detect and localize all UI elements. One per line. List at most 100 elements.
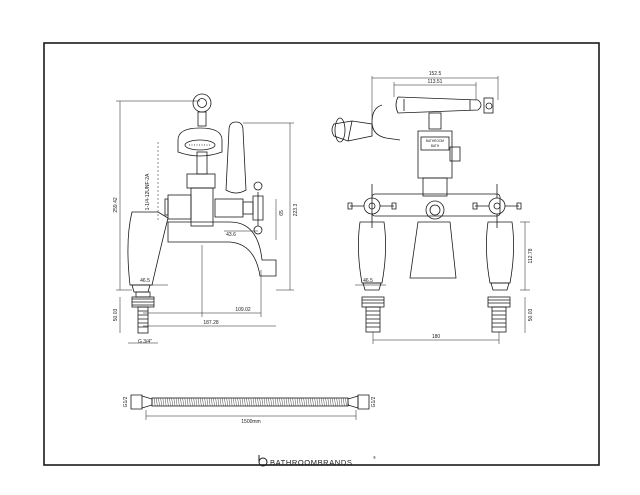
hose-coil (208, 397, 211, 407)
dim-side-height-overall: 259.42 (113, 197, 119, 213)
hose-coil (219, 397, 222, 407)
hose-coil (329, 397, 332, 407)
hose-coil (345, 397, 347, 407)
hose-coil (169, 397, 171, 407)
hose-coil (246, 397, 248, 407)
hose-coil (200, 397, 202, 407)
hose-coil (193, 397, 195, 407)
side-view (127, 93, 277, 334)
hose-coil (173, 397, 176, 407)
dim-hose-left-thread: G1/2 (123, 396, 129, 407)
hose-coil (204, 397, 206, 407)
dim-side-valve-offset: 43.6 (226, 232, 236, 238)
dim-front-outer-width: 152.5 (429, 71, 442, 77)
dim-side-spout-depth: 65 (279, 210, 285, 216)
hose-coil (281, 397, 283, 407)
hose-coil (195, 397, 198, 407)
dim-side-pillar-width: 46.5 (140, 278, 150, 284)
hose-coil (290, 397, 292, 407)
dim-front-pillar-width: 46.5 (363, 278, 373, 284)
hose-coil (182, 397, 184, 407)
hose-coil (288, 397, 290, 407)
dim-side-total-reach: 187.28 (203, 320, 219, 326)
hose-coil (285, 397, 288, 407)
brand-logo (258, 455, 268, 467)
hose-coil (164, 397, 167, 407)
hose-coil (318, 397, 321, 407)
hose-coil (338, 397, 341, 407)
hose-coil (303, 397, 305, 407)
hose-coil (248, 397, 250, 407)
hose-coil (310, 397, 312, 407)
hose-coil (325, 397, 327, 407)
hose-coil (301, 397, 303, 407)
hose-coil (224, 397, 226, 407)
hose-coil (171, 397, 173, 407)
hose-coil (299, 397, 301, 407)
hose-coil (277, 397, 279, 407)
hose-coil (261, 397, 264, 407)
hose-coil (211, 397, 213, 407)
hose-coil (180, 397, 182, 407)
hose-coil (252, 397, 255, 407)
dim-front-inner-width: 113.51 (428, 79, 443, 85)
hose-coil (294, 397, 297, 407)
hose-coil (268, 397, 270, 407)
hose-coil (266, 397, 268, 407)
front-view-dimensions (355, 76, 530, 344)
hose-coil (327, 397, 330, 407)
hose-coil (241, 397, 244, 407)
hose-coil (202, 397, 204, 407)
hose-coil (206, 397, 209, 407)
hose-coil (233, 397, 235, 407)
side-view-dimensions (116, 100, 294, 344)
hose-coil (274, 397, 277, 407)
hose-coil (323, 397, 325, 407)
hose-coil (162, 397, 165, 407)
dim-front-plate-text-2: BATH (431, 144, 440, 148)
hose-coil (270, 397, 272, 407)
hose-coil (213, 397, 215, 407)
dim-side-tail-height: 50.03 (113, 309, 119, 322)
hose-coil (156, 397, 158, 407)
hose-coil (244, 397, 246, 407)
hose-coil (239, 397, 242, 407)
hose-coil (340, 397, 343, 407)
dim-front-plate-text-1: BATHROOM (426, 139, 445, 143)
hose-coil (189, 397, 191, 407)
hose-coil (321, 397, 323, 407)
hose-coil (305, 397, 308, 407)
hose-coil (316, 397, 319, 407)
front-view (331, 96, 522, 333)
hose-coil (158, 397, 160, 407)
hose-coil (235, 397, 237, 407)
hose-coil (197, 397, 200, 407)
hose-coil (296, 397, 299, 407)
hose-coil (307, 397, 310, 407)
hose-coil (332, 397, 334, 407)
hose-coil (228, 397, 231, 407)
dim-front-body-height: 112.78 (528, 248, 534, 263)
hose-coil (215, 397, 217, 407)
hose-coil (283, 397, 286, 407)
hose-coil (312, 397, 314, 407)
hose-coil (334, 397, 336, 407)
dim-side-height-handle: 223.3 (293, 204, 299, 217)
hose-coil (314, 397, 316, 407)
hose-coil (167, 397, 169, 407)
hose-coil (255, 397, 257, 407)
hose-coil (259, 397, 261, 407)
hose-coil (272, 397, 275, 407)
drawing-border (43, 42, 600, 466)
hose-coil (279, 397, 281, 407)
hose (130, 394, 370, 410)
hose-coil (184, 397, 187, 407)
hose-coil (292, 397, 294, 407)
hose-coil (237, 397, 239, 407)
hose-coil (191, 397, 193, 407)
hose-coil (217, 397, 220, 407)
dim-hose-right-thread: G1/2 (371, 396, 377, 407)
hose-coil (250, 397, 253, 407)
hose-coil (160, 397, 162, 407)
